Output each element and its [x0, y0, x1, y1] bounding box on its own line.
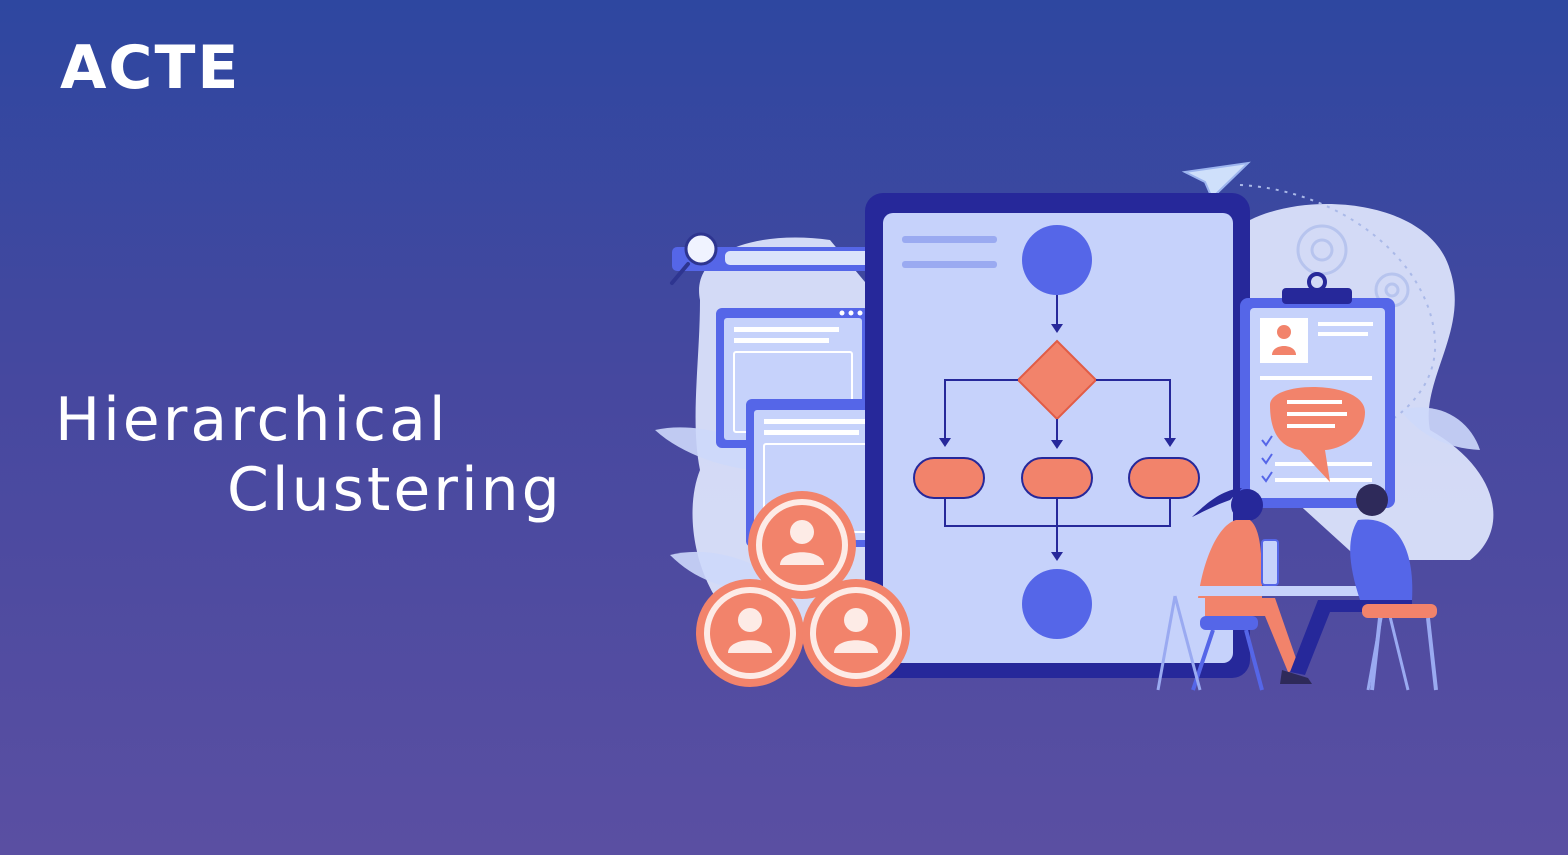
hero-title-line-1: Hierarchical	[55, 385, 449, 455]
checkmark-icon	[1261, 435, 1273, 483]
flowchart	[913, 225, 1200, 639]
user-avatar-icon	[1277, 325, 1291, 339]
flowchart-process-node	[1128, 457, 1200, 499]
user-avatar-icon	[696, 579, 804, 687]
hero-title: Hierarchical Clustering	[55, 385, 563, 525]
flowchart-end-node	[1022, 569, 1092, 639]
user-avatar-icon	[802, 579, 910, 687]
magnifier-icon	[684, 232, 718, 266]
desk	[1155, 586, 1410, 691]
hero-title-line-2: Clustering	[227, 455, 563, 525]
acte-logo[interactable]: ACTE	[60, 33, 241, 103]
woman-figure	[1191, 488, 1300, 691]
chat-bubble-icon	[1270, 387, 1365, 482]
user-avatar-icon	[748, 491, 856, 599]
man-figure	[1280, 484, 1438, 691]
paper-plane-icon	[1181, 161, 1251, 200]
flowchart-process-node	[913, 457, 985, 499]
flowchart-teamwork-illustration	[655, 161, 1494, 691]
flowchart-start-node	[1022, 225, 1092, 295]
flowchart-process-node	[1021, 457, 1093, 499]
